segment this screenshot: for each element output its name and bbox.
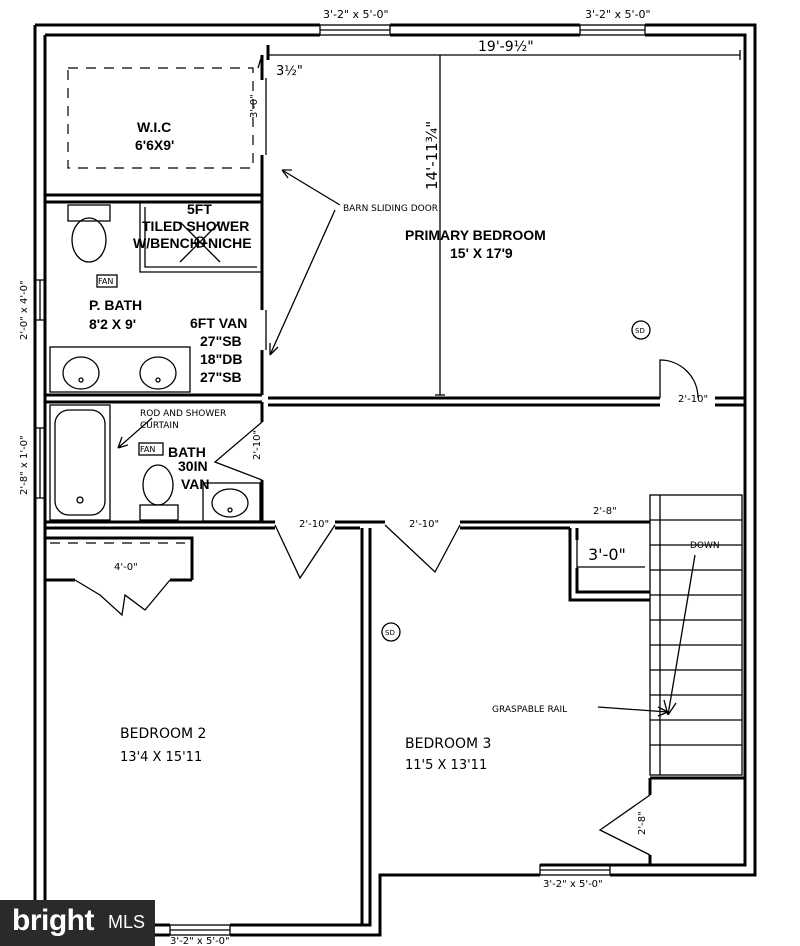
fan-label-pbath: FAN [98,277,113,286]
window-top-right [579,24,646,36]
bright-mls-logo: bright MLS [0,900,155,946]
wic-shelf [67,67,254,169]
dim-bed3-door: 2'-10" [409,519,439,530]
wic-size: 6'6X9' [135,137,174,153]
dim-wic-door: 3'-0" [249,94,260,118]
vanity-line3: 18"DB [200,351,242,367]
window-label-left-lower: 2'-8" x 1'-0" [19,435,30,495]
window-top-left [319,24,391,36]
primary-name: PRIMARY BEDROOM [405,227,546,243]
dim-landing: 3'-0" [588,545,626,564]
dim-bath-door: 2'-10" [252,430,263,460]
window-label-bottom-left: 3'-2" x 5'-0" [170,936,230,946]
bed2-name: BEDROOM 2 [120,726,206,742]
window-left-upper [34,279,46,321]
exterior-walls [33,23,757,937]
bath-van1: 30IN [178,458,208,474]
stair-treads [650,495,742,775]
dim-closet-door: 4'-0" [114,562,138,573]
dim-linen-door: 2'-8" [593,506,617,517]
dim-bedroom-height: 14'-11¾" [423,121,441,190]
window-label-top-right: 3'-2" x 5'-0" [585,8,651,21]
bed3-size: 11'5 X 13'11 [405,758,487,773]
wic-name: W.I.C [137,119,171,135]
window-label-top-left: 3'-2" x 5'-0" [323,8,389,21]
barn-door-note: BARN SLIDING DOOR [343,204,438,214]
leader-arrows [117,169,669,717]
window-bottom-right [539,864,611,876]
smoke-detector-primary: SD [635,327,645,335]
shower-line1: 5FT [187,201,212,217]
bed2-size: 13'4 X 15'11 [120,750,202,765]
dim-wic-offset: 3½" [276,64,303,79]
logo-text: bright [12,904,94,937]
bed3-name: BEDROOM 3 [405,736,491,752]
window-label-left-upper: 2'-0" x 4'-0" [19,280,30,340]
smoke-detector-bed3: SD [385,629,395,637]
rod-curtain-note-1: ROD AND SHOWER [140,409,226,419]
bath-name: BATH [168,444,206,460]
interior-walls [45,45,745,925]
doors [74,359,699,856]
vanity-line1: 6FT VAN [190,315,247,331]
bath-van2: VAN [181,476,210,492]
shower-line2: TILED SHOWER [142,218,249,234]
stair-down-label: DOWN [690,541,720,551]
primary-size: 15' X 17'9 [450,245,513,261]
vanity-line2: 27"SB [200,333,242,349]
shower-line3: W/BENCH+NICHE [133,235,252,251]
pbath-size: 8'2 X 9' [89,316,136,332]
dim-stair-closet-door: 2'-8" [637,811,648,835]
fan-label-bath: FAN [140,445,155,454]
dimension-lines [257,50,741,568]
fixtures [49,204,651,642]
pbath-name: P. BATH [89,297,142,313]
rod-curtain-note-2: CURTAIN [140,421,179,431]
dim-primary-door: 2'-10" [678,394,708,405]
window-left-lower [34,427,46,499]
window-label-bottom-right: 3'-2" x 5'-0" [543,879,603,890]
dim-bedroom-width: 19'-9½" [478,39,534,55]
graspable-rail-label: GRASPABLE RAIL [492,705,567,715]
vanity-line4: 27"SB [200,369,242,385]
dim-bed2-door: 2'-10" [299,519,329,530]
logo-suffix: MLS [108,912,146,932]
window-bottom-left [169,924,231,936]
